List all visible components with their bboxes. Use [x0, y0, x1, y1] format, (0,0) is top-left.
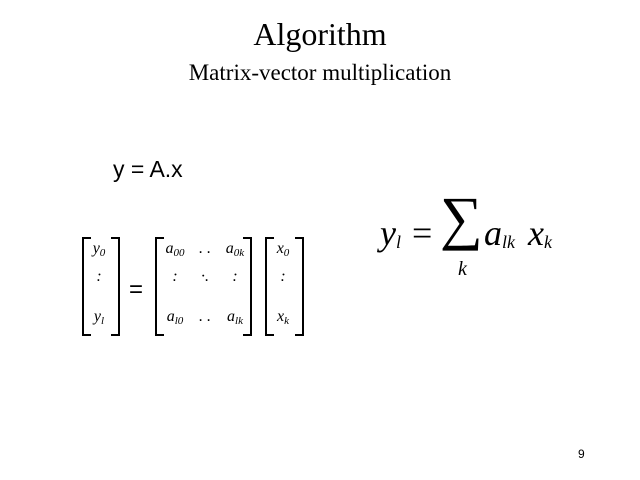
equation-text: y = A.x — [113, 156, 183, 182]
page-number: 9 — [578, 447, 585, 461]
sigma-index: k — [458, 258, 467, 280]
matrix-cell: yl — [93, 308, 105, 327]
bracket-left — [265, 237, 274, 336]
slide-title: Algorithm — [253, 16, 387, 52]
term-x: xk — [528, 213, 552, 253]
bracket-right — [295, 237, 304, 336]
matrix-cell: : — [232, 268, 238, 285]
equals-sign: = — [412, 213, 433, 253]
bracket-left — [155, 237, 164, 336]
matrix-cell: alk — [227, 308, 243, 327]
matrix-cell: . . — [199, 240, 211, 257]
matrix-cell: xk — [277, 308, 289, 327]
term-a: alk — [484, 213, 515, 253]
bracket-right — [111, 237, 120, 336]
bracket-right — [243, 237, 252, 336]
matrix-cell: : — [280, 268, 286, 285]
matrix-cell: al0 — [166, 308, 184, 327]
lhs-y: yl — [380, 213, 401, 253]
matrix-cell: a0k — [225, 240, 245, 259]
matrix-cell: y0 — [92, 240, 106, 259]
equals-sign: = — [129, 276, 144, 303]
sigma-icon: ∑ — [440, 185, 483, 251]
matrix-cell: : — [96, 268, 102, 285]
bracket-left — [82, 237, 91, 336]
matrix-cell: ·. — [201, 268, 209, 285]
matrix-cell: a00 — [165, 240, 185, 259]
matrix-cell: : — [172, 268, 178, 285]
matrix-cell: . . — [199, 308, 211, 325]
slide-subtitle: Matrix-vector multiplication — [188, 60, 452, 85]
matrix-cell: x0 — [276, 240, 290, 259]
